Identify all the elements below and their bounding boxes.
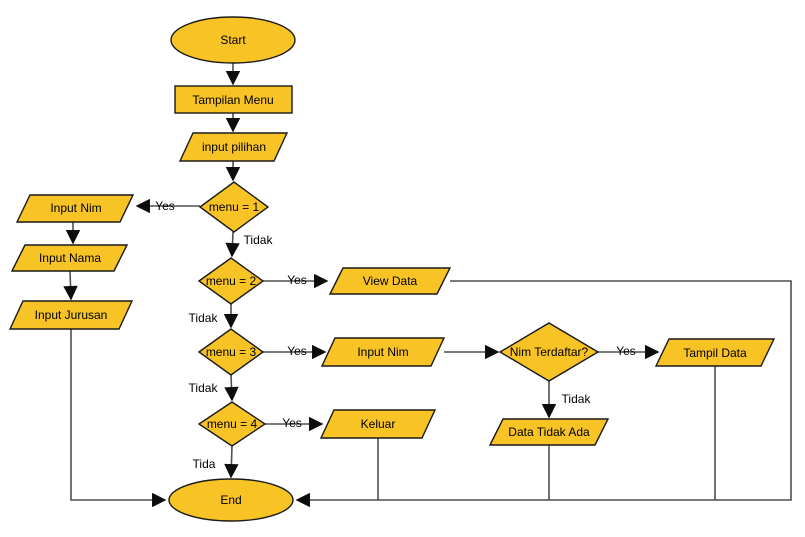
- edges: [63, 63, 792, 508]
- decision-diamond: [498, 322, 600, 382]
- node-label: Tampil Data: [683, 346, 747, 360]
- edge-label-nim-tidak: Tidak: [562, 392, 592, 406]
- node-input-jurusan: Input Jurusan: [8, 300, 134, 330]
- node-label: Input Jurusan: [35, 308, 108, 322]
- node-tampilan-menu: Tampilan Menu: [174, 85, 293, 114]
- node-keluar: Keluar: [319, 409, 437, 439]
- io-parallelogram: [320, 337, 446, 367]
- node-nim-terdaftar: Nim Terdaftar?: [498, 322, 600, 382]
- node-label: Nim Terdaftar?: [510, 345, 589, 359]
- io-parallelogram: [488, 418, 610, 446]
- edge-label-menu3-tidak: Tidak: [189, 381, 219, 395]
- decision-diamond: [197, 257, 265, 305]
- edge-menu1-tidak-to-menu2: [225, 231, 240, 258]
- node-label: menu = 3: [206, 345, 257, 359]
- edge-label-menu1-yes: Yes: [155, 199, 175, 213]
- node-end: End: [168, 478, 294, 522]
- node-label: Keluar: [361, 417, 396, 431]
- node-view-data: View Data: [328, 267, 452, 295]
- io-parallelogram: [15, 194, 135, 223]
- node-menu4: menu = 4: [197, 401, 267, 447]
- io-parallelogram: [328, 267, 452, 295]
- edge-input-jurusan-to-end: [70, 329, 167, 508]
- edge-menu4-tida-to-end: [224, 445, 239, 479]
- edge-labels: Yes Tidak Yes Tidak Yes Tidak Yes Tida Y…: [155, 199, 636, 471]
- nodes: Start Tampilan Menu input pilihan menu =…: [8, 16, 776, 522]
- io-parallelogram: [178, 132, 289, 162]
- node-label: Start: [220, 33, 246, 47]
- node-data-tidak-ada: Data Tidak Ada: [488, 418, 610, 446]
- edge-view-data-loop-to-end: [295, 280, 792, 508]
- end-ellipse: [168, 478, 294, 522]
- io-parallelogram: [319, 409, 437, 439]
- node-label: View Data: [363, 274, 418, 288]
- edge-menu3-tidak-to-menu4: [224, 374, 239, 402]
- node-label: menu = 4: [207, 417, 258, 431]
- node-input-nama: Input Nama: [10, 244, 129, 272]
- node-label: menu = 1: [209, 200, 260, 214]
- edge-label-menu3-yes: Yes: [287, 344, 307, 358]
- node-menu1: menu = 1: [198, 181, 270, 233]
- node-label: Tampilan Menu: [192, 93, 273, 107]
- decision-diamond: [197, 328, 265, 376]
- edge-input-nama-to-input-jurusan: [63, 270, 78, 301]
- edge-label-menu1-tidak: Tidak: [244, 233, 274, 247]
- io-parallelogram: [10, 244, 129, 272]
- node-label: End: [220, 493, 241, 507]
- node-label: Input Nim: [50, 201, 101, 215]
- node-label: input pilihan: [202, 140, 266, 154]
- io-parallelogram: [654, 338, 776, 367]
- edge-label-menu4-tida: Tida: [193, 457, 216, 471]
- process-rectangle: [174, 85, 293, 114]
- node-input-pilihan: input pilihan: [178, 132, 289, 162]
- node-input-nim-mid: Input Nim: [320, 337, 446, 367]
- node-start: Start: [170, 16, 296, 64]
- node-label: Data Tidak Ada: [508, 425, 590, 439]
- node-label: menu = 2: [206, 274, 257, 288]
- decision-diamond: [197, 401, 267, 447]
- io-parallelogram: [8, 300, 134, 330]
- start-ellipse: [170, 16, 296, 64]
- node-menu2: menu = 2: [197, 257, 265, 305]
- edge-label-menu4-yes: Yes: [282, 416, 302, 430]
- edge-label-nim-yes: Yes: [616, 344, 636, 358]
- node-menu3: menu = 3: [197, 328, 265, 376]
- edge-label-menu2-yes: Yes: [287, 273, 307, 287]
- node-input-nim-left: Input Nim: [15, 194, 135, 223]
- node-label: Input Nim: [357, 345, 408, 359]
- edge-label-menu2-tidak: Tidak: [189, 311, 219, 325]
- node-tampil-data: Tampil Data: [654, 338, 776, 367]
- node-label: Input Nama: [39, 251, 101, 265]
- decision-diamond: [198, 181, 270, 233]
